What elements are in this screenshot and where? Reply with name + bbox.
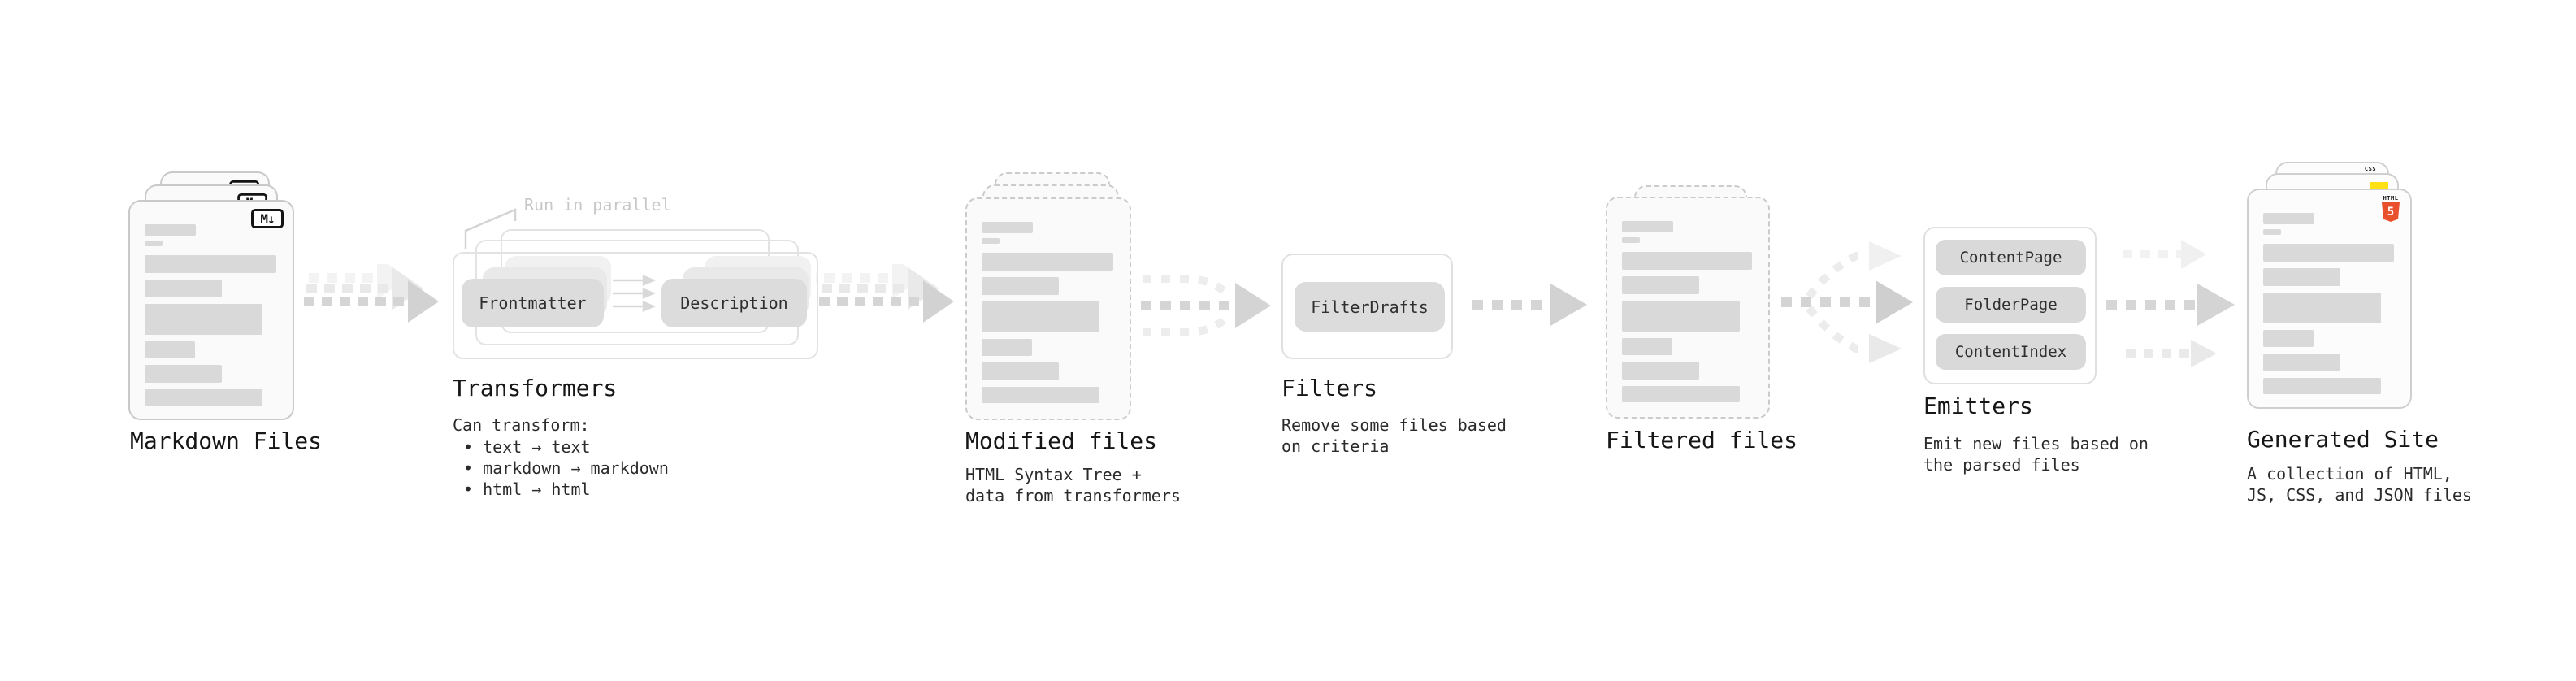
arrow-modified-to-filters [1141, 275, 1271, 336]
parallel-arrows-icon [613, 275, 657, 312]
modified-files-desc: HTML Syntax Tree + [965, 465, 1142, 484]
transformers-desc-title: Can transform: [453, 415, 590, 435]
arrow-transformers-to-modified [816, 264, 954, 323]
folderpage-pill: FolderPage [1936, 287, 2086, 323]
filters-desc: on criteria [1281, 436, 1390, 456]
description-pill: Description [661, 279, 807, 327]
contentpage-pill: ContentPage [1936, 240, 2086, 275]
markdown-file-card-front: M↓ [128, 200, 294, 420]
modified-files-label: Modified files [965, 427, 1158, 454]
filters-desc: Remove some files based [1281, 415, 1507, 435]
skeleton-text-lines [982, 222, 1113, 403]
transformer-box-front [453, 252, 818, 359]
filtered-file-card-front [1606, 197, 1770, 419]
filterdrafts-pill: FilterDrafts [1295, 282, 1445, 332]
transformers-bullet: • text → text [463, 437, 591, 457]
generated-site-desc: JS, CSS, and JSON files [2247, 485, 2472, 505]
filters-label: Filters [1281, 375, 1378, 401]
transformers-bullet: • html → html [463, 479, 591, 499]
generated-site-label: Generated Site [2247, 426, 2439, 453]
modified-file-card-front [965, 197, 1131, 420]
filtered-files-label: Filtered files [1606, 427, 1798, 453]
modified-files-desc: data from transformers [965, 486, 1181, 505]
filters-box: FilterDrafts [1281, 254, 1453, 359]
html-file-card: HTML 5 [2247, 189, 2412, 409]
run-in-parallel-note: Run in parallel [524, 195, 671, 215]
arrow-contentindex-to-site [2126, 340, 2217, 367]
markdown-icon: M↓ [251, 209, 284, 228]
emitters-box: ContentPage FolderPage ContentIndex [1923, 227, 2097, 384]
arrow-folderpage-to-site [2106, 284, 2235, 326]
js-file-icon [2370, 182, 2388, 189]
markdown-files-label: Markdown Files [130, 427, 323, 454]
skeleton-text-lines [2263, 213, 2394, 394]
frontmatter-pill: Frontmatter [462, 279, 604, 327]
arrow-markdown-to-transformers [301, 264, 439, 323]
skeleton-text-lines [145, 224, 276, 406]
contentindex-pill: ContentIndex [1936, 334, 2086, 370]
skeleton-text-lines [1622, 221, 1752, 402]
emitters-label: Emitters [1923, 393, 2033, 419]
transformers-label: Transformers [453, 375, 618, 401]
arrow-contentpage-to-site [2123, 240, 2206, 269]
emitters-desc: Emit new files based on [1923, 434, 2149, 453]
generated-site-desc: A collection of HTML, [2247, 464, 2452, 484]
arrow-filters-to-filtered [1472, 284, 1587, 326]
emitters-desc: the parsed files [1923, 455, 2080, 475]
transformers-bullet: • markdown → markdown [463, 458, 669, 478]
leader-line [464, 208, 517, 249]
arrow-filtered-to-emitters [1781, 241, 1913, 363]
html5-icon: HTML 5 [2381, 195, 2400, 222]
